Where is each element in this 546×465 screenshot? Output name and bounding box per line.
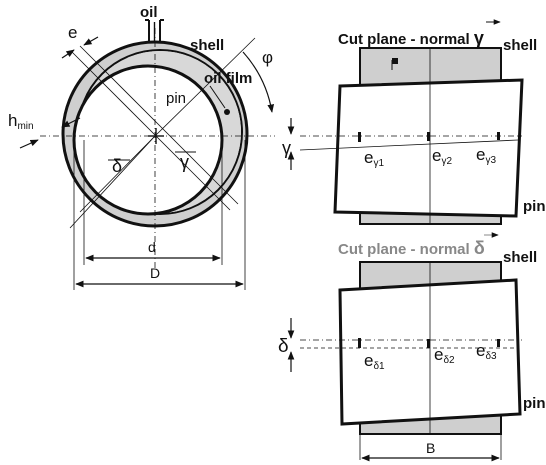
cut-plane-delta: Cut plane - normal δ shell δ eδ1 eδ2 eδ3… [278, 232, 546, 462]
gamma-label: γ [180, 152, 189, 172]
pin-gamma-rect [333, 78, 524, 218]
delta-angle-label: δ [278, 336, 289, 357]
cut-plane-gamma: Cut plane - normal γ shell γ eγ1 eγ2 eγ3… [282, 19, 546, 225]
e-delta3-label: eδ3 [476, 341, 497, 362]
hmin-label: hmin [8, 111, 34, 132]
hmin-arrow-1 [19, 139, 39, 149]
hmin-arrow-2 [61, 117, 81, 128]
e-dim-arrow-2 [83, 36, 99, 46]
phi-label: φ [262, 48, 273, 67]
pin-label: pin [166, 90, 186, 107]
e-delta2-label: eδ2 [434, 345, 455, 366]
oil-film-leader [209, 85, 226, 109]
d-label: d [148, 239, 156, 255]
shell-delta-label: shell [503, 249, 537, 266]
phi-arc [242, 51, 275, 113]
pin-circle [72, 64, 224, 216]
pin-delta-label: pin [523, 395, 546, 412]
delta-label: δ [112, 156, 122, 176]
e-gamma3-label: eγ3 [476, 145, 496, 166]
eccentricity-line-1 [71, 51, 231, 211]
shell-gamma-label: shell [503, 37, 537, 54]
e-gamma2-label: eγ2 [432, 146, 452, 167]
film-line [79, 135, 156, 213]
e-dim-arrow-1 [61, 49, 75, 59]
e-gamma1-label: eγ1 [364, 148, 384, 169]
e-label: e [68, 23, 77, 42]
cut-plane-gamma-title: Cut plane - normal γ [338, 28, 484, 48]
oil-film-label: oil film [204, 70, 252, 87]
angle-line [154, 37, 256, 137]
oil-film-dot [224, 109, 230, 115]
eccentricity-line-2 [79, 45, 239, 205]
B-label: B [426, 440, 435, 456]
cut-plane-delta-title: Cut plane - normal δ [338, 238, 485, 258]
pin-gamma-label: pin [523, 198, 546, 215]
e-delta1-label: eδ1 [364, 351, 385, 372]
gamma-angle-label: γ [282, 138, 291, 158]
D-label: D [150, 265, 160, 281]
oil-label: oil [140, 4, 158, 21]
cross-section: oil shell e φ oil film pin hmin δ γ d D [8, 4, 275, 290]
shell-label: shell [190, 37, 224, 54]
